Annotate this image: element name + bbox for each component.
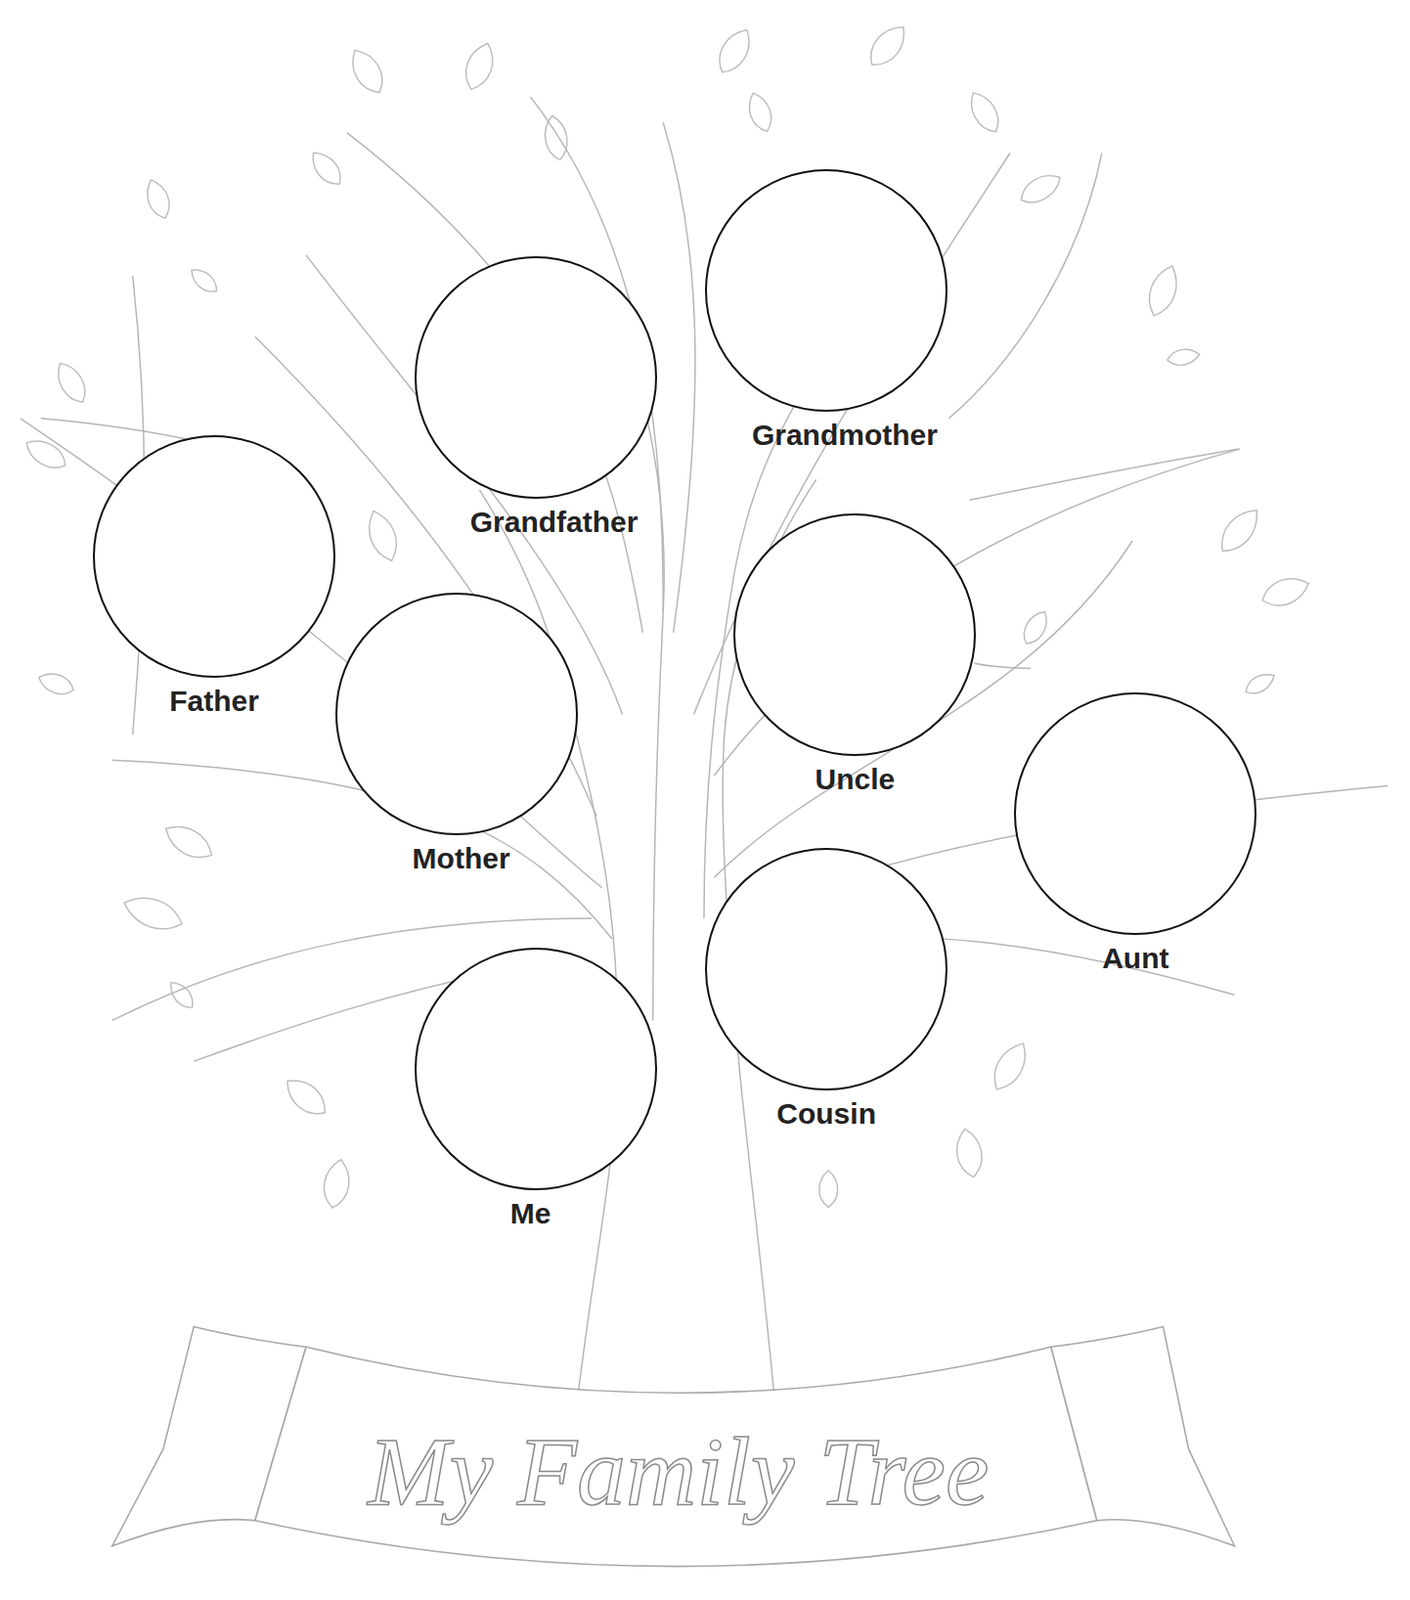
member-label: Grandfather — [470, 505, 639, 540]
photo-circle — [704, 846, 949, 1092]
member-label: Uncle — [815, 762, 896, 797]
member-label: Me — [510, 1196, 552, 1232]
family-member-circle: Grandmother — [704, 168, 949, 453]
photo-circle — [334, 591, 579, 837]
photo-circle — [413, 255, 659, 500]
member-label: Cousin — [776, 1097, 877, 1132]
family-member-circle: Grandfather — [413, 255, 659, 540]
member-label: Father — [169, 684, 260, 719]
member-label: Grandmother — [751, 418, 938, 453]
photo-circle — [704, 168, 949, 413]
photo-circle — [91, 434, 337, 679]
member-label: Mother — [412, 841, 511, 877]
photo-circle — [413, 946, 659, 1191]
family-member-circle: Aunt — [1013, 691, 1258, 976]
family-member-circle: Uncle — [732, 512, 977, 797]
banner-title: My Family Tree — [367, 1417, 989, 1526]
member-label: Aunt — [1101, 941, 1169, 976]
family-member-circle: Cousin — [704, 846, 949, 1132]
family-member-circle: Father — [91, 434, 337, 719]
family-member-circle: Me — [413, 946, 659, 1232]
family-member-circle: Mother — [334, 591, 579, 877]
photo-circle — [1013, 691, 1258, 936]
photo-circle — [732, 512, 977, 757]
